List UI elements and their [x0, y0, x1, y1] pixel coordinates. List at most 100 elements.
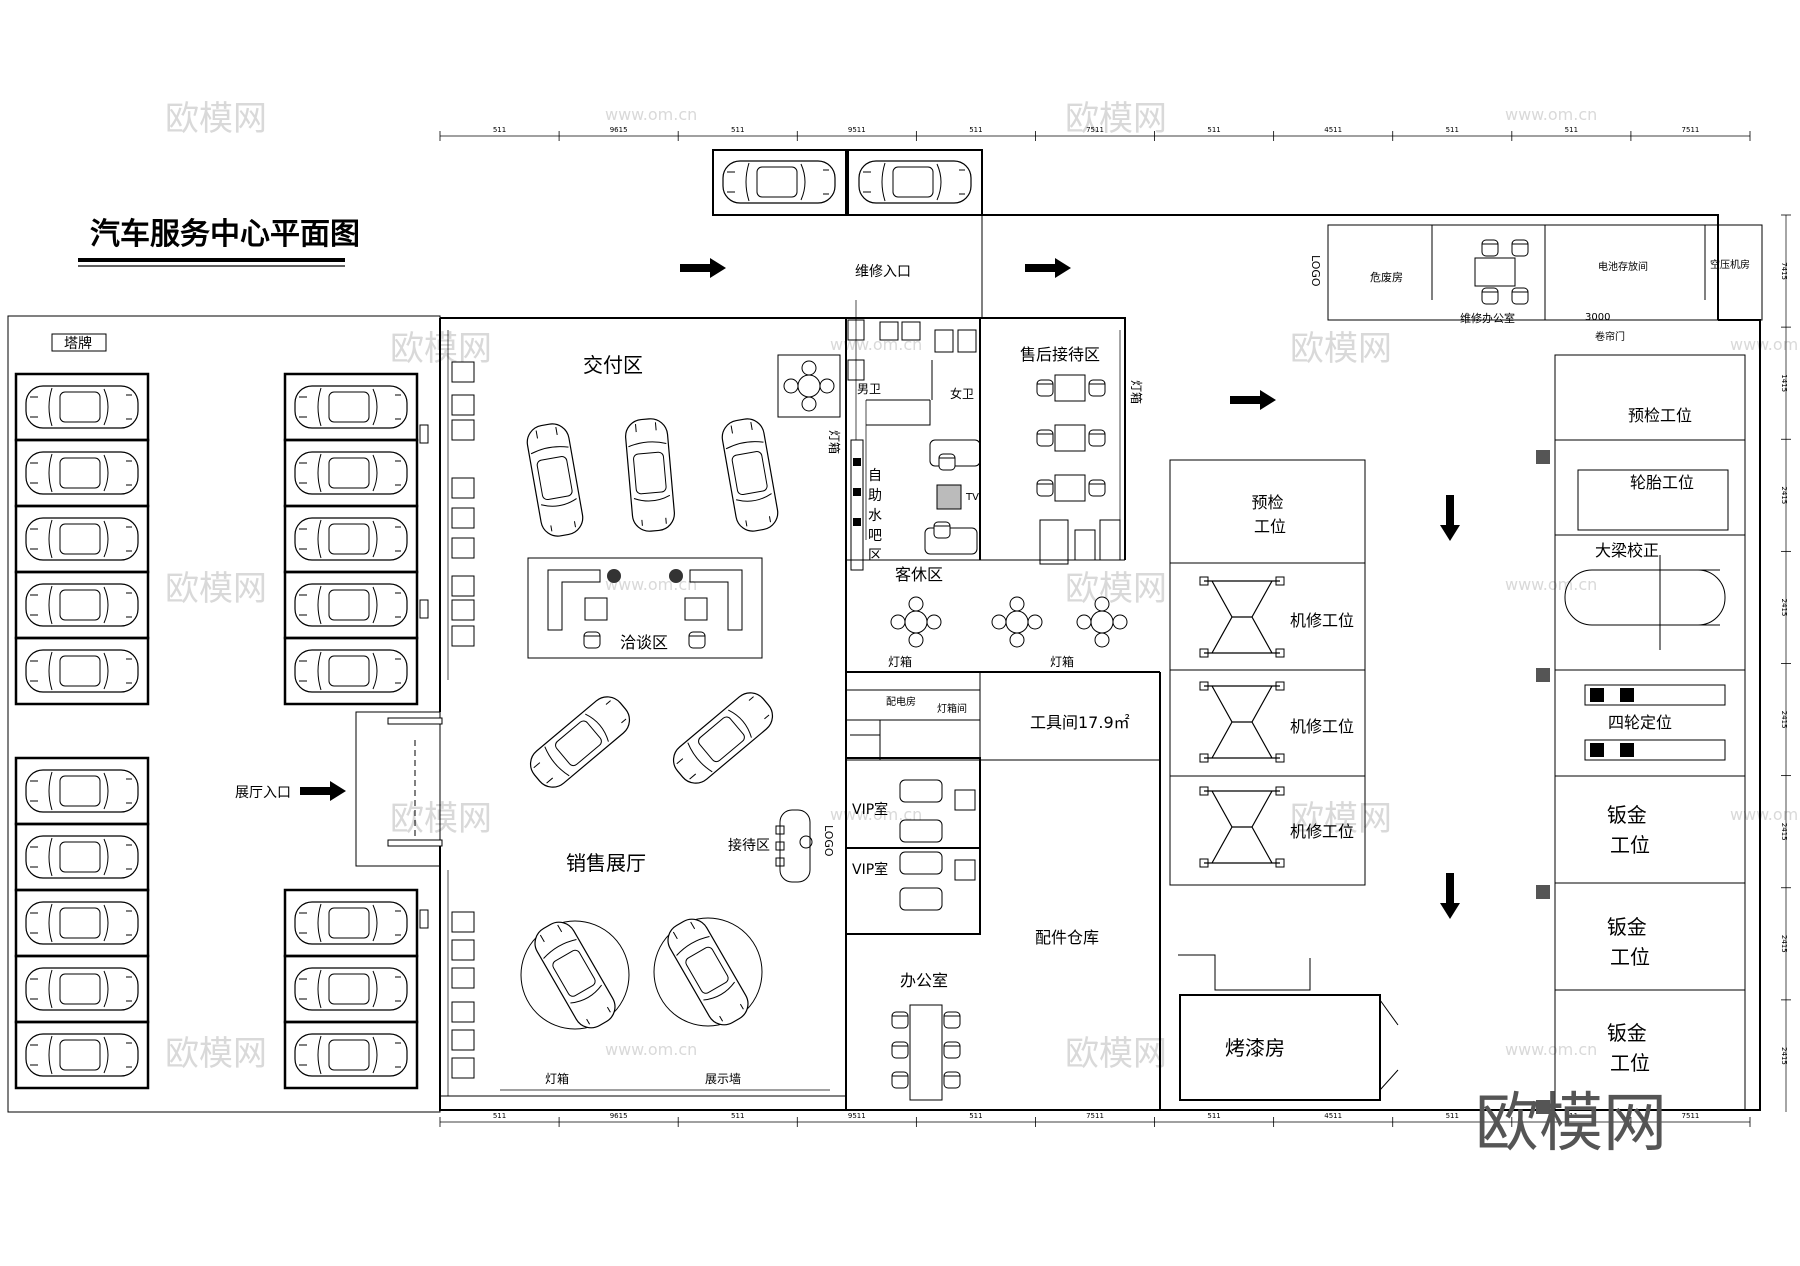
reception-desk: 接待区 LOGO — [728, 809, 835, 883]
building-walls — [355, 214, 1761, 1111]
dimension-value: 7511 — [1682, 126, 1700, 134]
rolling-door-label: 卷帘门 — [1595, 330, 1625, 343]
dimension-value: 1415 — [1780, 374, 1788, 392]
repair-bay-1-label: 机修工位 — [1290, 611, 1354, 630]
watermark-url: www.om.cn — [605, 1040, 697, 1059]
office-label: 办公室 — [900, 971, 948, 990]
watermark-text: 欧模网 — [165, 569, 267, 609]
watermark-text: 欧模网 — [1290, 329, 1392, 369]
parked-car — [294, 967, 408, 1011]
wall-unit — [451, 507, 475, 529]
sheet-metal-3-label: 钣金 工位 — [1607, 1021, 1653, 1075]
dimension-value: 511 — [731, 1112, 744, 1120]
parked-car — [25, 385, 139, 429]
watermark-url: www.om.cn — [1505, 575, 1597, 594]
wall-unit — [451, 537, 475, 559]
delivery-cars — [523, 415, 782, 540]
dimension-value: 511 — [1207, 1112, 1220, 1120]
delivery-area-label: 交付区 — [583, 353, 643, 377]
repair-office-label: 维修办公室 — [1460, 311, 1515, 325]
watermark-url: www.om.cn — [1730, 805, 1800, 824]
dimension-value: 2415 — [1780, 486, 1788, 504]
wall-unit — [451, 599, 475, 621]
aftersales-reception: 售后接待区 灯箱 — [980, 317, 1144, 565]
dimension-value: 511 — [493, 1112, 506, 1120]
arrow-right-icon — [1230, 390, 1276, 410]
wall-unit — [451, 1001, 475, 1023]
arrow-right-icon — [680, 258, 726, 278]
showroom-lightbox-label: 灯箱 — [545, 1071, 569, 1086]
column-markers — [1536, 450, 1550, 1114]
wall-unit — [451, 394, 475, 416]
showroom-cars — [520, 685, 780, 1035]
self-bar-label: 自助水吧区 — [868, 468, 882, 564]
watermark-url: www.om.cn — [1505, 1040, 1597, 1059]
parked-car — [294, 451, 408, 495]
parked-car — [25, 1033, 139, 1077]
dimension-value: 7511 — [1086, 126, 1104, 134]
center-block: 男卫 女卫 灯箱 自助水吧区 TV 客休区 灯箱 灯箱 配电房 灯箱间 VIP室… — [827, 300, 1160, 1111]
plan-title: 汽车服务中心平面图 — [90, 217, 360, 252]
alignment-bay-label: 四轮定位 — [1608, 713, 1672, 732]
dimension-value: 511 — [1565, 126, 1578, 134]
service-entry-parking — [712, 149, 983, 216]
parked-car — [25, 517, 139, 561]
brand-watermark: 欧模网 — [1475, 1087, 1667, 1161]
parts-warehouse-label: 配件仓库 — [1035, 928, 1099, 947]
dimension-value: 2415 — [1780, 711, 1788, 729]
watermark-text: 欧模网 — [165, 99, 267, 139]
lounge-lightbox-left: 灯箱 — [888, 654, 912, 669]
parked-car — [25, 583, 139, 627]
tire-bay-label: 轮胎工位 — [1630, 473, 1694, 492]
negotiation-area-label: 洽谈区 — [620, 633, 668, 652]
dimension-value: 2415 — [1780, 935, 1788, 953]
parked-car — [25, 835, 139, 879]
lounge-lightbox-right: 灯箱 — [1050, 654, 1074, 669]
dimension-value: 7511 — [1086, 1112, 1104, 1120]
paint-booth-label: 烤漆房 — [1225, 1036, 1285, 1060]
repair-bay-3-label: 机修工位 — [1290, 822, 1354, 841]
pylon-label: 塔牌 — [64, 335, 92, 352]
tool-room-label: 工具间17.9㎡ — [1030, 713, 1130, 732]
parked-car — [294, 517, 408, 561]
outdoor-parking: 塔牌 — [7, 315, 441, 1113]
sales-showroom: 交付区 洽谈区 销售 — [235, 353, 841, 1086]
tool-and-parts: 工具间17.9㎡ 配件仓库 — [979, 672, 1161, 1110]
wall-unit — [451, 575, 475, 597]
aux-logo-label: LOGO — [1309, 255, 1322, 287]
mens-wc-label: 男卫 — [857, 382, 881, 396]
repair-bay-2-label: 机修工位 — [1290, 717, 1354, 736]
wall-unit — [451, 911, 475, 933]
compressor-room-label: 空压机房 — [1710, 258, 1750, 271]
aftersales-lightbox-label: 灯箱 — [1129, 380, 1144, 404]
wall-unit — [451, 625, 475, 647]
dimension-value: 511 — [969, 126, 982, 134]
watermark-url: www.om.cn — [1505, 105, 1597, 124]
dimension-value: 4511 — [1324, 126, 1342, 134]
negotiation-zone: 洽谈区 — [527, 557, 763, 659]
wall-unit — [451, 1029, 475, 1051]
watermark-text: 欧模网 — [1290, 799, 1392, 839]
reception-desk-label: 接待区 — [728, 837, 770, 854]
dimension-value: 9511 — [848, 126, 866, 134]
parked-car — [294, 1033, 408, 1077]
display-wall-label: 展示墙 — [705, 1072, 741, 1086]
service-entrance-label: 维修入口 — [855, 264, 911, 280]
parking-space — [14, 636, 150, 706]
parking-post — [419, 909, 429, 929]
parked-car — [294, 385, 408, 429]
dimension-value: 511 — [1565, 1112, 1578, 1120]
wall-unit — [451, 967, 475, 989]
workshop-right: 预检工位 轮胎工位 大梁校正 四轮定位 钣金 工位 钣金 工位 钣金 工位 — [1536, 354, 1746, 1114]
dimension-value: 2415 — [1780, 1047, 1788, 1065]
parking-space — [14, 1020, 150, 1090]
dimension-value: 4511 — [1324, 1112, 1342, 1120]
watermark-text: 欧模网 — [1065, 1034, 1167, 1074]
door-dimension-label: 3000 — [1585, 312, 1610, 323]
vip-furniture — [899, 779, 976, 911]
watermark-url: www.om.cn — [605, 105, 697, 124]
battery-room-label: 电池存放间 — [1598, 260, 1648, 273]
